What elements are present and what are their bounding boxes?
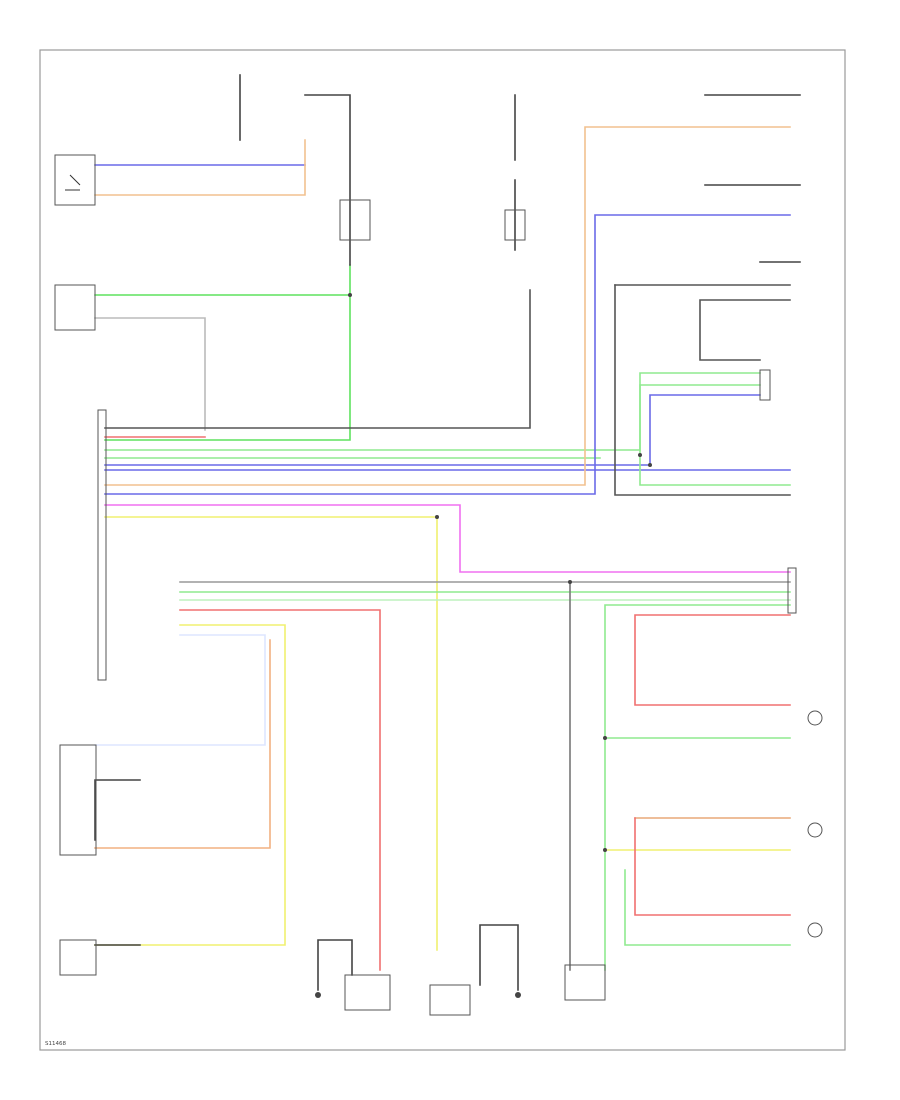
ground-2 <box>515 992 521 998</box>
components <box>54 154 823 1016</box>
wire-red-lamp-2 <box>634 817 791 916</box>
wire-dark-right-3 <box>699 299 791 361</box>
splice-3 <box>648 463 652 467</box>
wire-blue-right-switch <box>104 214 791 495</box>
splice-2 <box>638 453 642 457</box>
wire-paleblue <box>94 634 266 746</box>
right-switch-block <box>759 369 771 401</box>
wire-dark-top-center <box>304 94 351 266</box>
splice-4 <box>435 515 439 519</box>
wire-yellow-left-rear <box>94 624 286 946</box>
splice-5 <box>603 736 607 740</box>
splice-6 <box>603 848 607 852</box>
wire-red-rear <box>179 609 381 971</box>
relay-box <box>339 199 371 241</box>
wire-red-lamp <box>634 614 791 706</box>
wire-green-right-vertical <box>604 604 791 971</box>
wire-dark-bottom-4 <box>94 779 141 841</box>
wire-dark-top <box>104 289 531 429</box>
wire-green-lamp-2 <box>624 869 791 946</box>
right-connector <box>787 567 797 614</box>
wire-orange-switch-top <box>94 139 306 196</box>
wire-dark-right-2 <box>614 284 791 496</box>
trunk-switch-box <box>344 974 391 1011</box>
switch-symbol-1 <box>65 174 81 191</box>
mid-switch-box <box>504 209 526 241</box>
wire-gray-module <box>94 317 206 431</box>
diagram-frame <box>39 49 846 1051</box>
ground-1 <box>315 992 321 998</box>
front-door-switch-box <box>564 964 606 1001</box>
splice-7 <box>568 580 572 584</box>
wire-pink <box>104 504 791 573</box>
wire-blue-long <box>104 394 761 466</box>
lock-cylinder-box <box>429 984 471 1016</box>
left-rear-switch-box <box>59 939 97 976</box>
wire-orange-long <box>104 126 791 486</box>
lamp-1 <box>807 710 823 726</box>
wire-green-right <box>639 372 791 486</box>
control-module-box <box>54 284 96 331</box>
wire-green-vertical-module <box>104 264 351 441</box>
main-connector <box>97 409 107 681</box>
splice-1 <box>348 293 352 297</box>
wire-dark-bottom-1 <box>317 939 353 991</box>
wire-dark-bottom-2 <box>479 924 519 991</box>
lamp-3 <box>807 922 823 938</box>
driver-switch-top <box>54 154 96 206</box>
rear-switch-box <box>59 744 97 856</box>
diagram-code: S11468 <box>45 1041 66 1047</box>
lamp-2 <box>807 822 823 838</box>
wires <box>94 74 801 991</box>
wire-orange-rear <box>94 639 271 849</box>
